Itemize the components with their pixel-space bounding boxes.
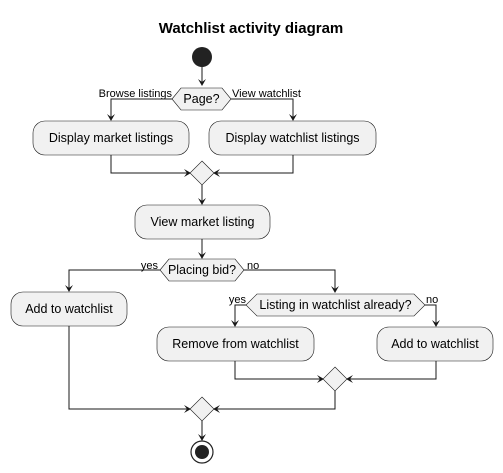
diagram-title: Watchlist activity diagram xyxy=(159,20,344,37)
edge-watchlist-merge xyxy=(215,155,294,174)
branch-browse-listings: Browse listings xyxy=(99,88,173,100)
decision-placing-bid-label: Placing bid? xyxy=(168,263,236,277)
action-display-market-listings-label: Display market listings xyxy=(49,131,173,145)
branch-bid-yes: yes xyxy=(141,260,159,272)
edge-already-yes xyxy=(234,304,246,325)
merge-bid xyxy=(189,396,215,422)
action-display-watchlist-listings-label: Display watchlist listings xyxy=(225,131,359,145)
edge-addleft-merge xyxy=(68,326,189,410)
edge-already-no xyxy=(425,304,437,325)
decision-listing-already-label: Listing in watchlist already? xyxy=(259,298,411,312)
decision-page-label: Page? xyxy=(183,92,219,106)
action-remove-from-watchlist-label: Remove from watchlist xyxy=(172,337,299,351)
edge-market-merge xyxy=(110,155,189,174)
end-node-core xyxy=(195,445,209,459)
branch-bid-no: no xyxy=(247,260,259,272)
merge-page xyxy=(189,160,215,186)
branch-view-watchlist: View watchlist xyxy=(232,88,301,100)
edge-remove-merge xyxy=(234,361,322,380)
edge-bid-no xyxy=(244,269,336,291)
merge-already xyxy=(322,366,348,392)
edge-merge2-merge3 xyxy=(215,391,336,410)
edge-bid-yes xyxy=(68,269,160,290)
edge-page-watchlist xyxy=(231,98,294,119)
edge-page-market xyxy=(110,98,172,119)
edge-addright-merge xyxy=(348,361,437,380)
branch-already-no: no xyxy=(426,294,438,306)
action-add-to-watchlist-left-label: Add to watchlist xyxy=(25,302,113,316)
action-add-to-watchlist-right-label: Add to watchlist xyxy=(391,337,479,351)
action-view-market-listing-label: View market listing xyxy=(151,215,255,229)
action-add-to-watchlist-right xyxy=(376,326,494,362)
branch-already-yes: yes xyxy=(229,294,247,306)
start-node xyxy=(192,47,212,67)
